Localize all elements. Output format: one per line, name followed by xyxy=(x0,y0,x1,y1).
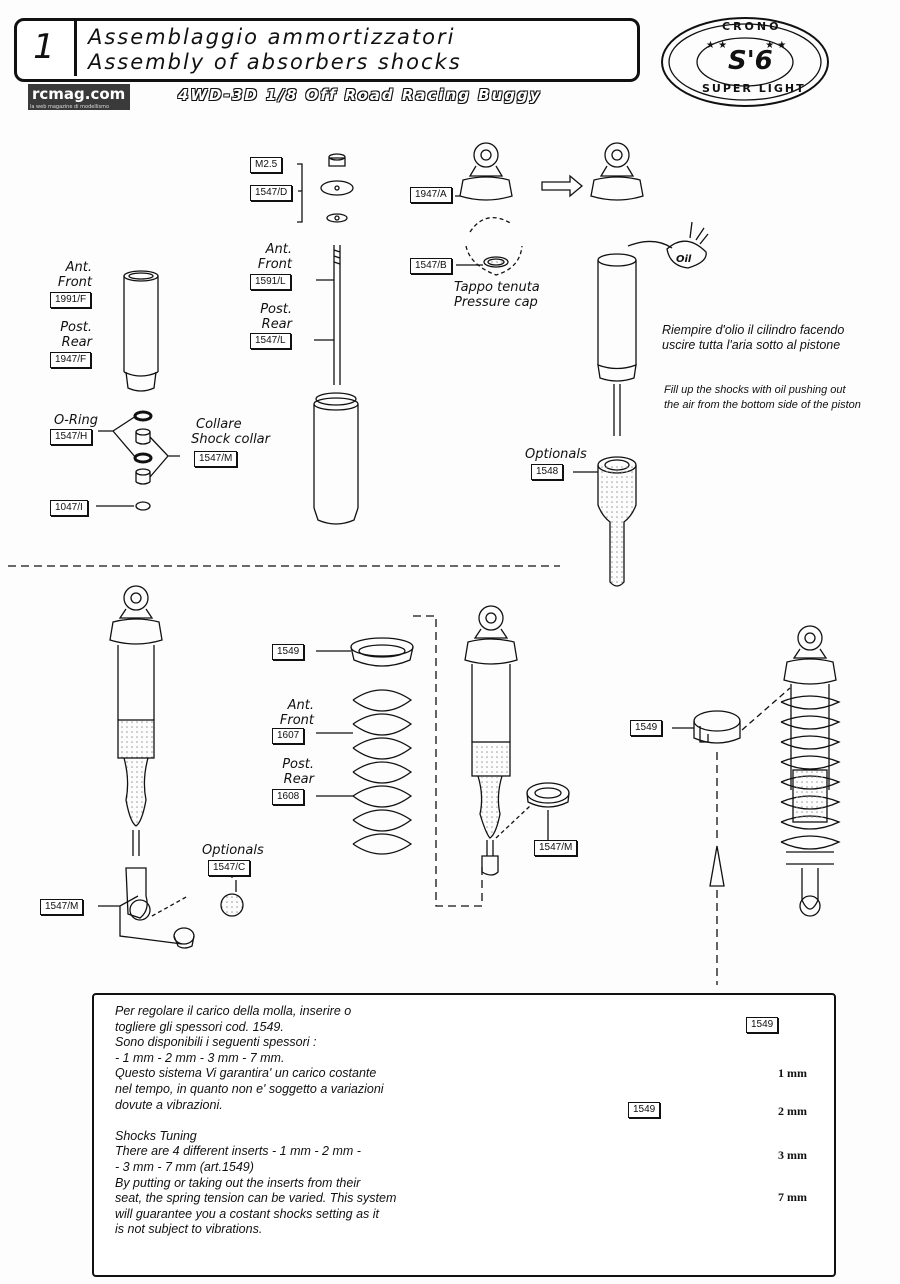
part-1547b: 1547/B xyxy=(410,258,452,274)
part-1549-spring: 1549 xyxy=(272,644,305,660)
label-ant-front-2: Ant.Front xyxy=(257,242,292,272)
logo-bottom-text: SUPER LIGHT xyxy=(702,82,806,95)
insert-size-2mm: 2 mm xyxy=(778,1104,807,1118)
part-1607: 1607 xyxy=(272,728,305,744)
rcmag-tagline: la web magazine di modellismo xyxy=(30,104,110,110)
part-1991f: 1991/F xyxy=(50,292,92,308)
part-1608: 1608 xyxy=(272,789,305,805)
part-1549-box-top: 1549 xyxy=(746,1017,779,1033)
part-1549-box-mid: 1549 xyxy=(628,1102,661,1118)
title-box xyxy=(14,18,640,82)
part-m25: M2.5 xyxy=(250,157,283,173)
label-ant-front-1: Ant.Front xyxy=(57,260,92,290)
logo-center-text: S'6 xyxy=(728,46,773,76)
label-post-rear-1: Post.Rear xyxy=(60,320,92,350)
spring-assembly xyxy=(316,615,483,907)
label-ant-front-3: Ant.Front xyxy=(279,698,314,728)
crono-logo xyxy=(661,17,829,107)
label-post-rear-3: Post.Rear xyxy=(282,757,314,787)
part-1947f: 1947/F xyxy=(50,352,92,368)
part-1547m-collar-2: 1547/M xyxy=(534,840,578,856)
part-1547m-collar: 1547/M xyxy=(194,451,238,467)
oil-bottle-icon: Oil xyxy=(676,254,692,265)
assembled-shock-left xyxy=(98,585,244,949)
title-italian: Assemblaggio ammortizzatori xyxy=(88,25,456,49)
shaft-exploded xyxy=(297,153,359,525)
tuning-text: Per regolare il carico della molla, inse… xyxy=(115,1004,397,1237)
part-1547c: 1547/C xyxy=(208,860,251,876)
part-1547m-end: 1547/M xyxy=(40,899,84,915)
shock-body-exploded xyxy=(96,270,180,511)
part-1047i: 1047/I xyxy=(50,500,88,516)
logo-top-text: CRONO xyxy=(722,20,782,33)
part-1591l: 1591/L xyxy=(250,274,291,290)
label-post-rear-2: Post.Rear xyxy=(260,302,292,332)
oil-filling xyxy=(573,142,709,587)
complete-shock-right xyxy=(672,625,841,985)
insert-size-7mm: 7 mm xyxy=(778,1190,807,1204)
insert-size-3mm: 3 mm xyxy=(778,1148,807,1162)
label-optionals-1: Optionals xyxy=(525,447,587,462)
part-1547l: 1547/L xyxy=(250,333,291,349)
tuning-info-box xyxy=(92,993,836,1277)
part-1547h: 1547/H xyxy=(50,429,93,445)
part-1549-insert: 1549 xyxy=(630,720,663,736)
part-1947a: 1947/A xyxy=(410,187,452,203)
logo-stars-icon: ★ ★ ★ ★ xyxy=(706,40,787,51)
title-english: Assembly of absorbers shocks xyxy=(88,50,462,74)
label-oring: O-Ring xyxy=(53,413,98,428)
cap-assembly xyxy=(455,142,584,276)
rcmag-logo[interactable]: rcmag.com xyxy=(28,84,130,110)
insert-size-1mm: 1 mm xyxy=(778,1066,807,1080)
shock-with-collar xyxy=(464,605,570,876)
step-number: 1 xyxy=(14,18,77,76)
label-optionals-2: Optionals xyxy=(202,843,264,858)
part-1548: 1548 xyxy=(531,464,564,480)
model-subtitle: 4WD-3D 1/8 Off Road Racing Buggy xyxy=(178,86,542,104)
part-1547d: 1547/D xyxy=(250,185,293,201)
